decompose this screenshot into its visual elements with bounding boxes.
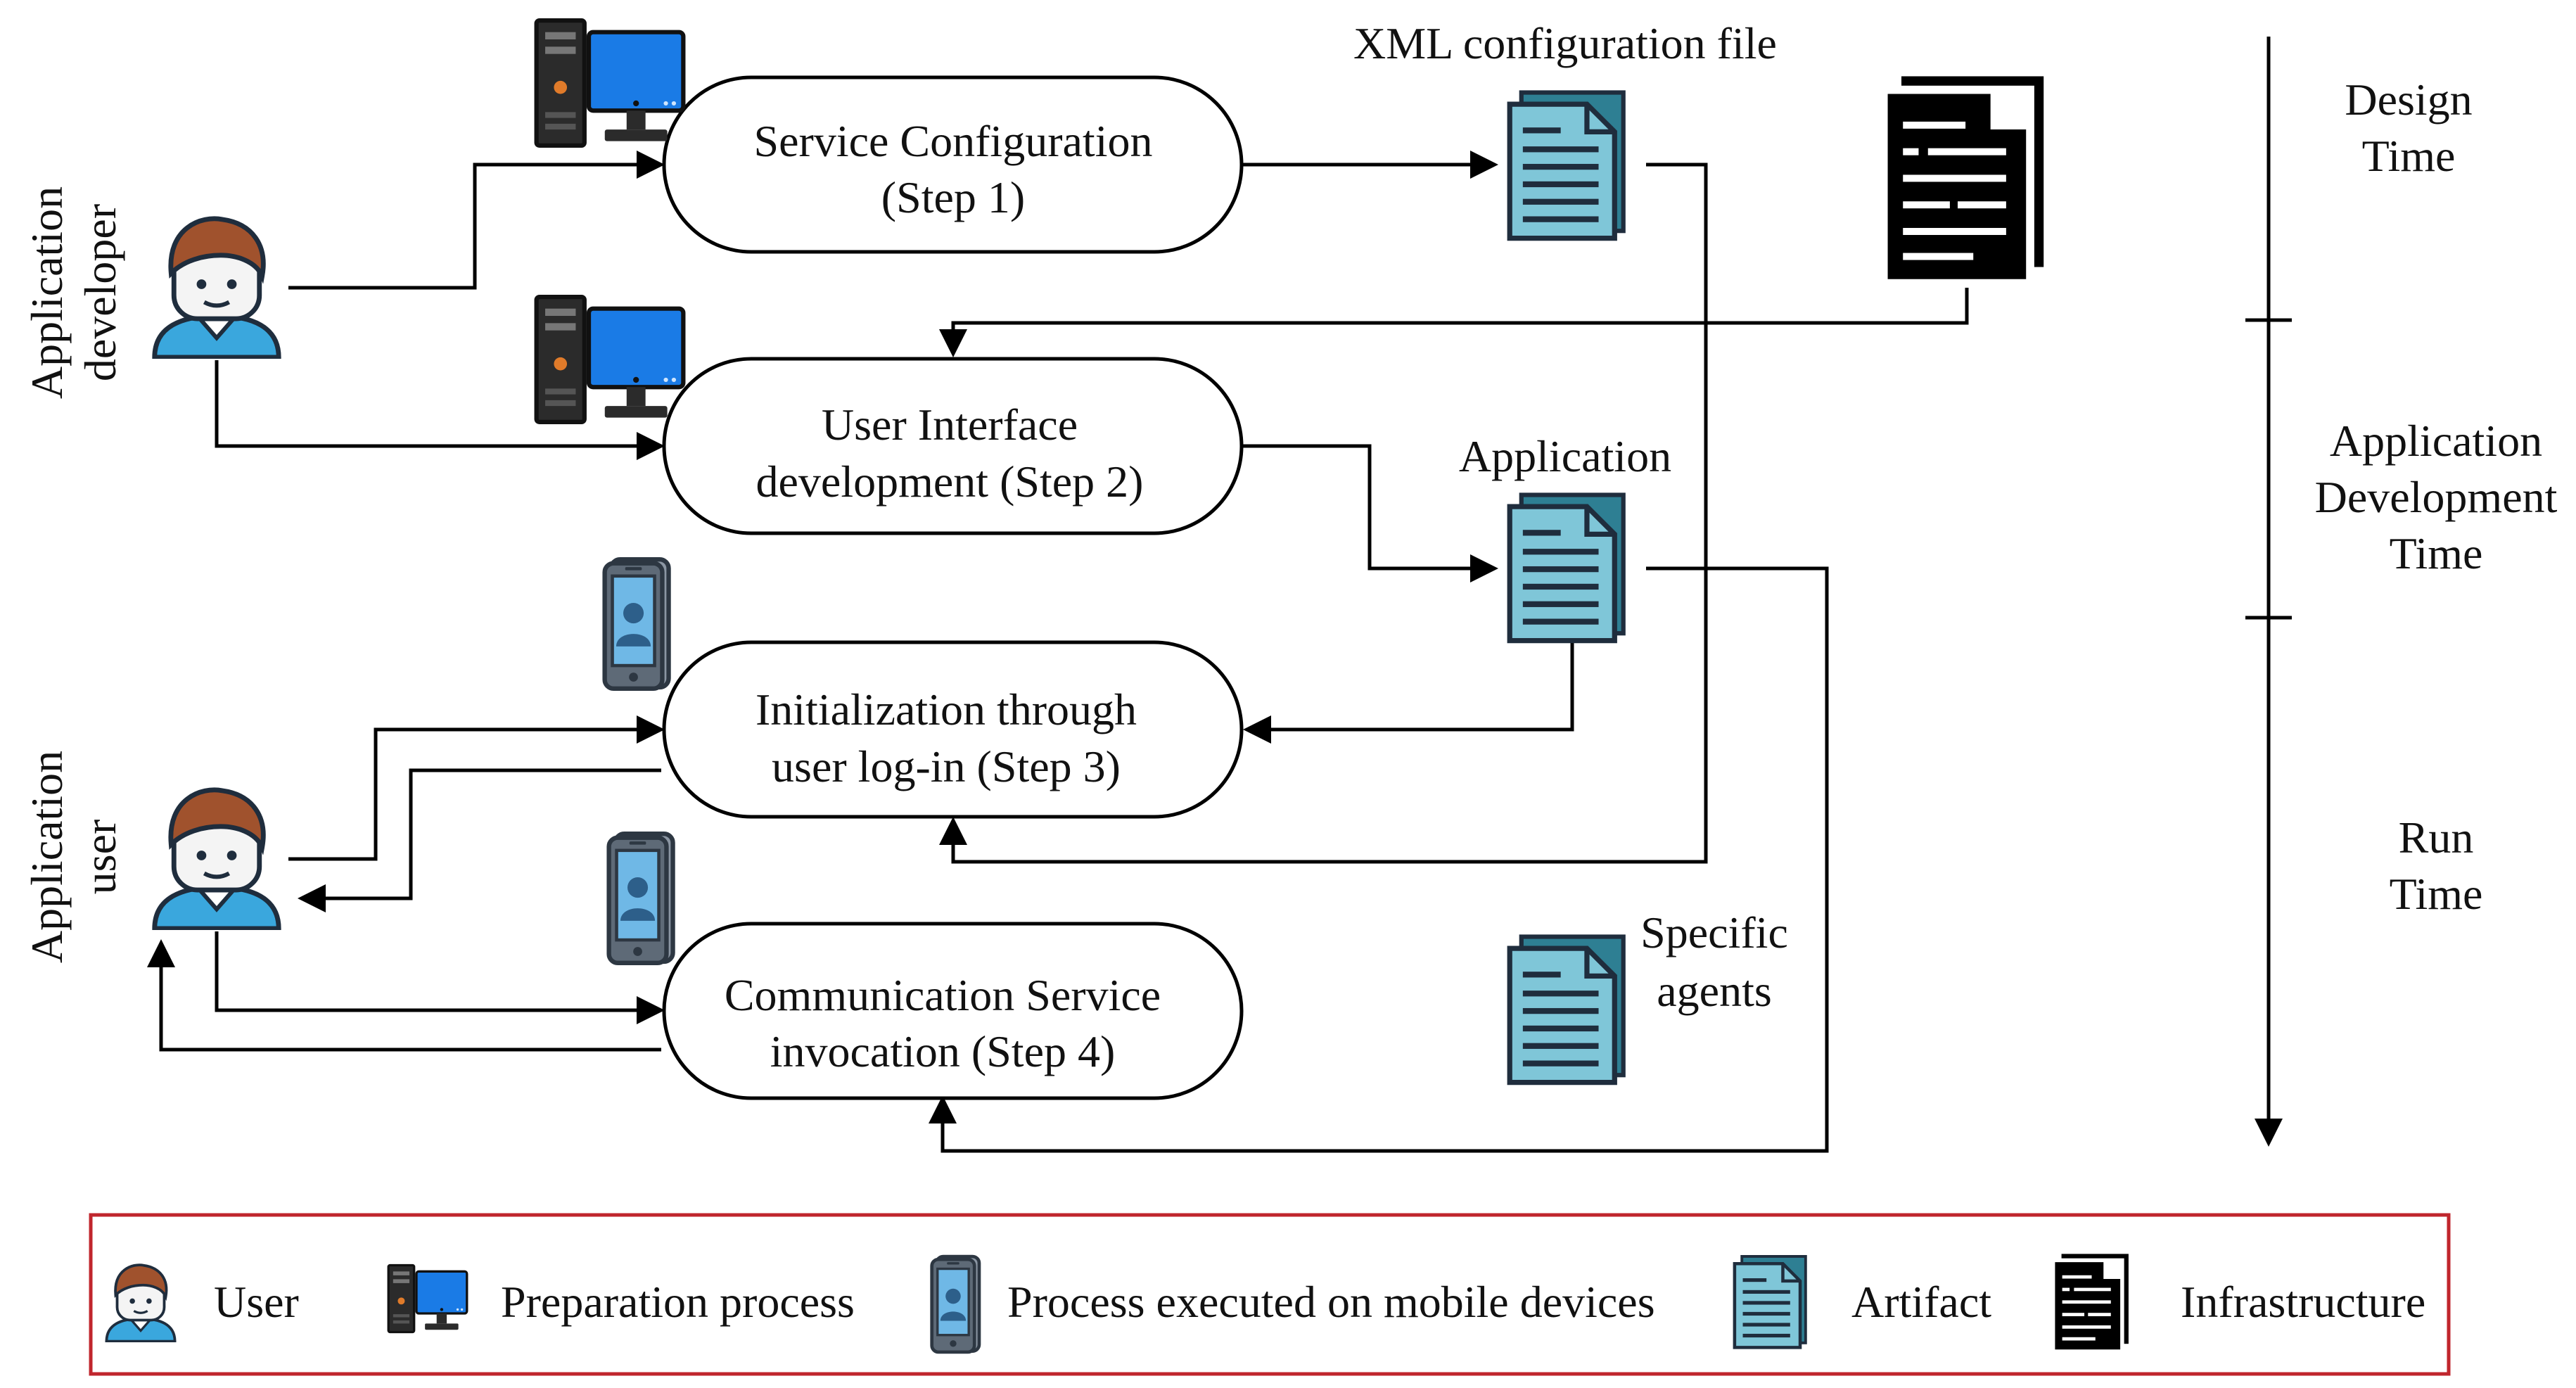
step4-sublabel: invocation (Step 4) — [770, 1026, 1116, 1076]
step3-node: Initialization through user log-in (Step… — [662, 640, 1244, 819]
legend-infrastructure-icon — [2053, 1253, 2130, 1351]
step4-node: Communication Service invocation (Step 4… — [662, 922, 1244, 1100]
edge-infrastructure-to-step2 — [939, 288, 1969, 357]
agents-label-line2: agents — [1657, 966, 1772, 1016]
user-label-line1: Application — [22, 751, 72, 963]
edge-application-to-step4 — [929, 566, 1829, 1153]
edge-xml-to-step3 — [939, 163, 1708, 864]
design-time-line1: Design — [2345, 75, 2472, 125]
legend-infrastructure-label: Infrastructure — [2181, 1277, 2425, 1327]
step3-phone-icon — [605, 559, 669, 689]
legend-artifact-icon — [1735, 1256, 1806, 1347]
appdev-time-line3: Time — [2390, 528, 2483, 578]
appdev-time-line1: Application — [2330, 416, 2542, 466]
step4-phone-icon — [609, 834, 673, 963]
step4-label: Communication Service — [725, 970, 1161, 1020]
edge-developer-to-step2 — [215, 360, 665, 460]
run-time-line2: Time — [2390, 869, 2483, 919]
legend-artifact-label: Artifact — [1851, 1277, 1991, 1327]
step1-node: Service Configuration (Step 1) — [662, 75, 1244, 254]
step1-label: Service Configuration — [754, 116, 1153, 166]
agents-artifact-icon — [1510, 937, 1624, 1083]
edge-step2-to-application — [1242, 444, 1498, 582]
legend-user-label: User — [214, 1277, 299, 1327]
legend-border — [89, 1213, 2451, 1376]
step3-shape — [662, 640, 1244, 819]
edge-step4-to-user — [147, 939, 661, 1052]
step4-shape — [662, 922, 1244, 1100]
infrastructure-icon — [1886, 76, 2043, 281]
developer-icon — [155, 219, 279, 357]
edge-user-to-step3 — [288, 715, 665, 861]
legend-user-icon — [105, 1263, 177, 1342]
user-label-line2: user — [75, 820, 125, 895]
step1-sublabel: (Step 1) — [881, 172, 1025, 222]
edge-application-to-step3 — [1243, 642, 1574, 744]
application-label: Application — [1459, 431, 1671, 481]
xml-config-label: XML configuration file — [1353, 18, 1777, 68]
xml-config-artifact-icon — [1510, 93, 1624, 238]
edge-step3-to-user — [298, 768, 661, 912]
appdev-time-line2: Development — [2315, 472, 2558, 522]
run-time-line1: Run — [2399, 813, 2474, 862]
developer-label-line1: Application — [22, 186, 72, 399]
legend-mobile-label: Process executed on mobile devices — [1007, 1277, 1655, 1327]
step2-sublabel: development (Step 2) — [756, 457, 1144, 507]
step2-computer-icon — [537, 297, 684, 422]
edge-user-to-step4 — [215, 931, 665, 1024]
timeline: Design Time Application Development Time… — [2245, 37, 2558, 1147]
step1-shape — [662, 75, 1244, 254]
legend: User Preparation process Process execute… — [89, 1213, 2451, 1376]
agents-label-line1: Specific — [1640, 908, 1788, 957]
connectors — [147, 151, 1969, 1153]
step2-node: User Interface development (Step 2) — [662, 357, 1244, 535]
step3-label: Initialization through — [755, 685, 1137, 734]
step1-computer-icon — [537, 20, 684, 146]
developer-label-line2: developer — [75, 204, 125, 381]
legend-preparation-label: Preparation process — [501, 1277, 855, 1327]
edge-developer-to-step1 — [288, 151, 665, 290]
design-time-line2: Time — [2362, 131, 2456, 181]
step2-label: User Interface — [822, 400, 1078, 450]
step3-sublabel: user log-in (Step 3) — [772, 741, 1121, 791]
legend-preparation-icon — [387, 1263, 468, 1334]
step2-shape — [662, 357, 1244, 535]
user-icon — [155, 790, 279, 929]
application-artifact-icon — [1510, 495, 1624, 641]
legend-mobile-icon — [932, 1256, 979, 1352]
